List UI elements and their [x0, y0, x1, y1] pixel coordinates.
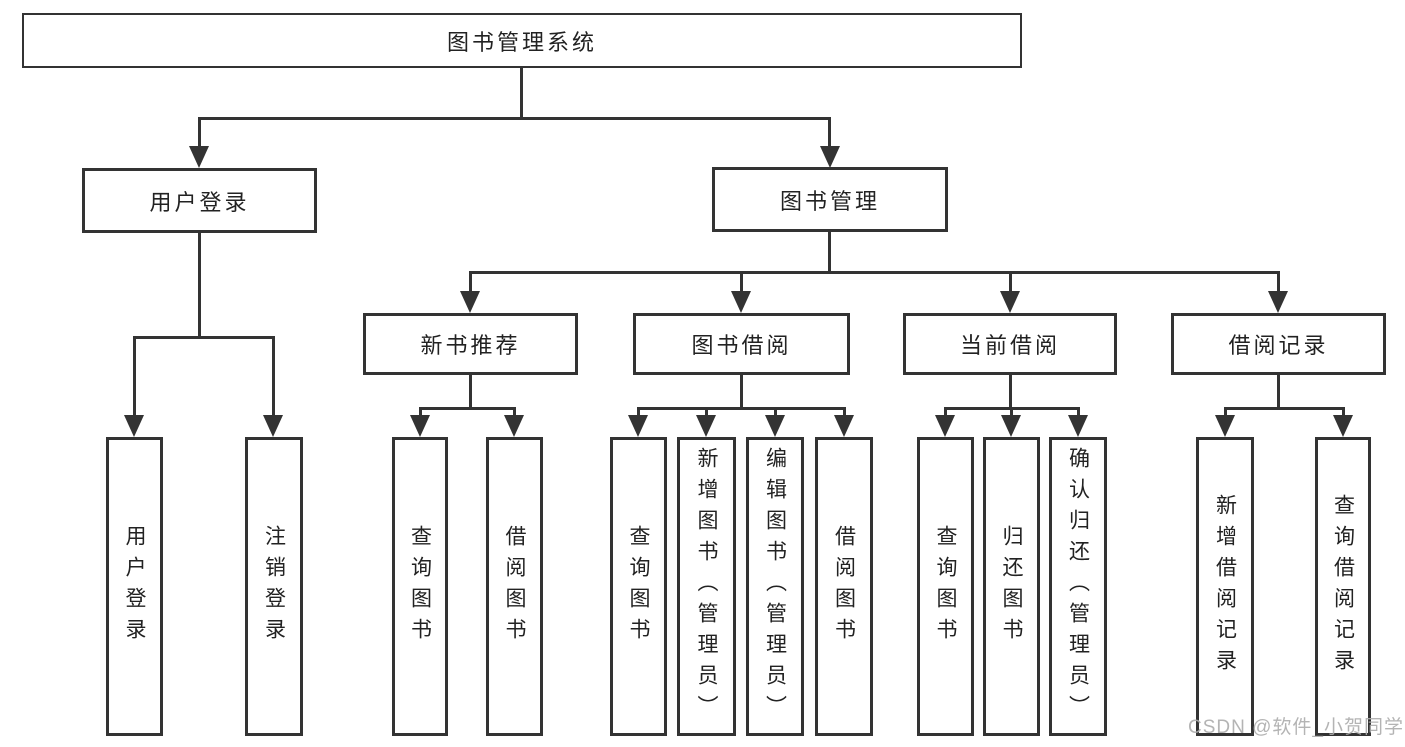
node-book-management: 图书管理 [712, 167, 948, 232]
leaf-recommend-borrow-books-label: 借阅图书 [503, 524, 526, 649]
arrow-down-icon [1215, 415, 1235, 437]
leaf-logout-login: 注销登录 [245, 437, 303, 736]
connector-bookmgmt-hbar [469, 271, 1279, 274]
connector-stem-leaf [419, 407, 422, 417]
arrow-down-icon [263, 415, 283, 437]
connector-stem-book-management [828, 117, 831, 148]
leaf-recommend-query-books-label: 查询图书 [408, 524, 432, 649]
leaf-current-return-books: 归还图书 [983, 437, 1040, 736]
node-current-borrow: 当前借阅 [903, 313, 1117, 375]
arrow-down-icon [460, 291, 480, 313]
connector-userlogin-hbar [133, 336, 275, 339]
connector-borrow-stem [740, 375, 743, 407]
connector-stem-leaf [513, 407, 516, 417]
connector-records-hbar [1224, 407, 1344, 410]
connector-stem-leaf [1010, 407, 1013, 417]
arrow-down-icon [1068, 415, 1088, 437]
leaf-borrow-add-books-admin-label: 新增图书（管理员） [695, 447, 718, 726]
node-borrow-records-label: 借阅记录 [1228, 333, 1329, 358]
leaf-borrow-add-books-admin: 新增图书（管理员） [677, 437, 736, 736]
leaf-borrow-borrow-books-label: 借阅图书 [832, 524, 856, 649]
node-user-login-label: 用户登录 [149, 189, 250, 215]
connector-stem-leaf [1224, 407, 1227, 417]
arrow-down-icon [124, 415, 144, 437]
connector-stem-current [1009, 271, 1012, 293]
leaf-user-login-label: 用户登录 [123, 524, 146, 649]
leaf-borrow-query-books: 查询图书 [610, 437, 667, 736]
connector-stem-leaf [1342, 407, 1345, 417]
leaf-current-query-books: 查询图书 [917, 437, 974, 736]
leaf-borrow-borrow-books: 借阅图书 [815, 437, 873, 736]
connector-records-stem [1277, 375, 1280, 407]
leaf-borrow-edit-books-admin-label: 编辑图书（管理员） [763, 447, 787, 726]
arrow-down-icon [731, 291, 751, 313]
connector-userlogin-stem [198, 233, 201, 336]
node-borrow-records: 借阅记录 [1171, 313, 1386, 375]
connector-stem-leaf [843, 407, 846, 417]
connector-current-stem [1009, 375, 1012, 407]
leaf-recommend-borrow-books: 借阅图书 [486, 437, 543, 736]
leaf-records-add-record: 新增借阅记录 [1196, 437, 1254, 736]
leaf-current-query-books-label: 查询图书 [934, 524, 957, 649]
node-new-book-recommend: 新书推荐 [363, 313, 578, 375]
node-root-label: 图书管理系统 [446, 29, 597, 55]
node-user-login: 用户登录 [82, 168, 317, 233]
connector-stem-leaf [133, 336, 136, 415]
arrow-down-icon [935, 415, 955, 437]
node-book-management-label: 图书管理 [779, 188, 880, 214]
connector-recommend-stem [469, 375, 472, 407]
connector-stem-leaf [272, 336, 275, 415]
arrow-down-icon [765, 415, 785, 437]
connector-root-stem [520, 68, 523, 117]
connector-stem-leaf [637, 407, 640, 417]
arrow-down-icon [1001, 415, 1021, 437]
connector-stem-leaf [705, 407, 708, 417]
leaf-records-query-record: 查询借阅记录 [1315, 437, 1371, 736]
arrow-down-icon [1333, 415, 1353, 437]
leaf-borrow-query-books-label: 查询图书 [627, 524, 650, 649]
node-book-borrow-label: 图书借阅 [691, 333, 792, 358]
arrow-down-icon [1268, 291, 1288, 313]
connector-stem-borrow [740, 271, 743, 293]
arrow-down-icon [820, 146, 840, 168]
node-new-book-recommend-label: 新书推荐 [420, 333, 521, 358]
leaf-records-add-record-label: 新增借阅记录 [1213, 493, 1237, 680]
connector-stem-leaf [1077, 407, 1080, 417]
connector-stem-recommend [469, 271, 472, 293]
connector-stem-leaf [944, 407, 947, 417]
leaf-current-confirm-return-admin-label: 确认归还（管理员） [1066, 447, 1090, 726]
leaf-current-return-books-label: 归还图书 [1000, 524, 1023, 649]
connector-stem-leaf [774, 407, 777, 417]
leaf-recommend-query-books: 查询图书 [392, 437, 448, 736]
connector-stem-user-login [198, 117, 201, 148]
connector-borrow-hbar [637, 407, 844, 410]
csdn-watermark: CSDN @软件_小贺同学 [1188, 717, 1404, 738]
node-current-borrow-label: 当前借阅 [959, 333, 1060, 358]
leaf-user-login: 用户登录 [106, 437, 163, 736]
arrow-down-icon [1000, 291, 1020, 313]
leaf-current-confirm-return-admin: 确认归还（管理员） [1049, 437, 1107, 736]
connector-root-hbar [198, 117, 830, 120]
connector-stem-records [1277, 271, 1280, 293]
arrow-down-icon [189, 146, 209, 168]
connector-recommend-hbar [419, 407, 516, 410]
arrow-down-icon [696, 415, 716, 437]
node-book-borrow: 图书借阅 [633, 313, 850, 375]
leaf-borrow-edit-books-admin: 编辑图书（管理员） [746, 437, 804, 736]
arrow-down-icon [628, 415, 648, 437]
arrow-down-icon [410, 415, 430, 437]
leaf-records-query-record-label: 查询借阅记录 [1331, 493, 1355, 680]
node-root-system: 图书管理系统 [22, 13, 1022, 68]
arrow-down-icon [834, 415, 854, 437]
leaf-logout-login-label: 注销登录 [262, 524, 286, 649]
arrow-down-icon [504, 415, 524, 437]
connector-bookmgmt-stem [828, 232, 831, 271]
